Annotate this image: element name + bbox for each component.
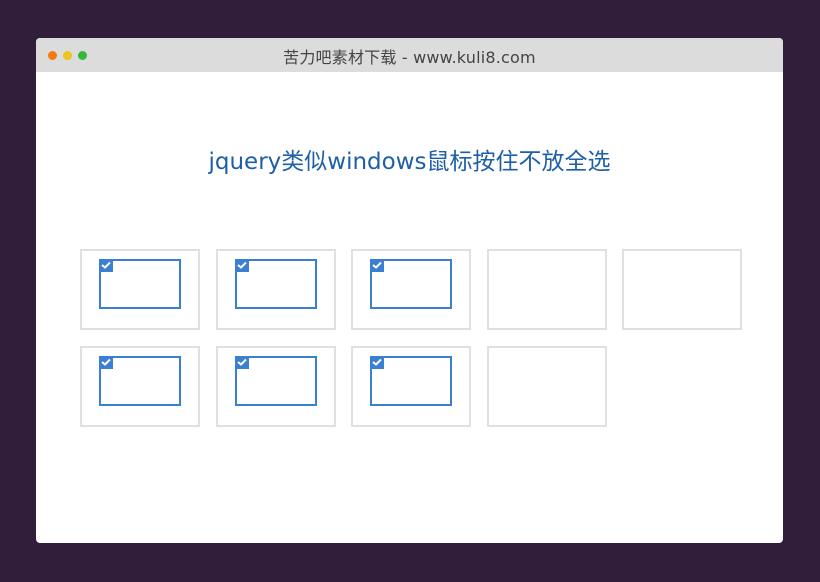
grid-tile[interactable]: [80, 249, 200, 330]
checkmark-icon: [370, 356, 384, 369]
browser-window: 苦力吧素材下载 - www.kuli8.com jquery类似windows鼠…: [36, 38, 783, 543]
grid-tile[interactable]: [486, 346, 607, 427]
selection-box: [99, 259, 181, 309]
checkmark-icon: [99, 356, 113, 369]
window-title: 苦力吧素材下载 - www.kuli8.com: [283, 48, 536, 67]
grid-tile[interactable]: [486, 249, 607, 330]
grid-tile[interactable]: [351, 346, 471, 427]
selection-box: [234, 356, 317, 406]
page-title: jquery类似windows鼠标按住不放全选: [208, 149, 611, 175]
maximize-dot-icon[interactable]: [78, 51, 87, 60]
grid-tile[interactable]: [215, 249, 336, 330]
minimize-dot-icon[interactable]: [63, 51, 72, 60]
checkmark-icon: [234, 356, 249, 369]
selection-box: [234, 259, 317, 309]
grid-tile[interactable]: [80, 346, 200, 427]
selection-box: [370, 356, 452, 406]
title-bar: 苦力吧素材下载 - www.kuli8.com: [36, 38, 783, 72]
checkmark-icon: [370, 259, 384, 272]
checkmark-icon: [234, 259, 249, 272]
selection-box: [99, 356, 181, 406]
grid-tile[interactable]: [622, 249, 742, 330]
close-dot-icon[interactable]: [48, 51, 57, 60]
checkmark-icon: [99, 259, 113, 272]
grid-tile[interactable]: [215, 346, 336, 427]
grid-tile[interactable]: [351, 249, 471, 330]
selection-box: [370, 259, 452, 309]
